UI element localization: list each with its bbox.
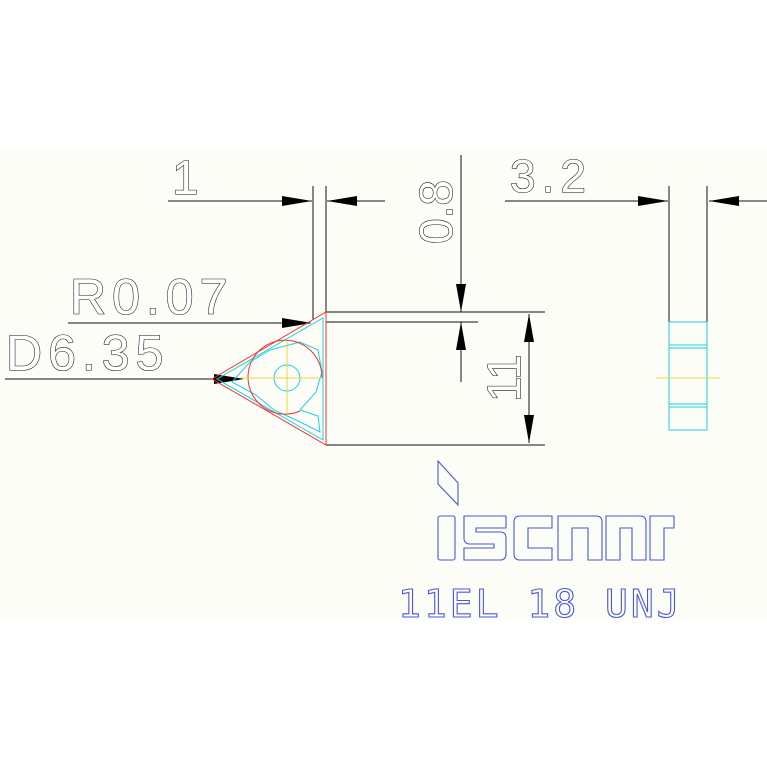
insert-profile [215, 317, 324, 441]
side-view-outline [668, 321, 708, 431]
dimension-label-inscribed-circle: D6.35 [6, 325, 169, 381]
insert-outline [211, 311, 327, 446]
dimension-label-width-top: 1 [172, 152, 199, 205]
dimension-corner-height: 0.8 [326, 155, 478, 382]
dimension-label-size: 11 [478, 354, 530, 402]
insert-top-view [211, 311, 327, 446]
dimension-size: 11 [326, 311, 545, 446]
dimension-width-top: 1 [168, 151, 385, 320]
dimension-radius: R0.07 [68, 268, 312, 328]
dimension-label-width-side: 3.2 [510, 150, 592, 202]
dimension-width-side: 3.2 [505, 149, 767, 322]
insert-designation: 11EL 18 UNJ [398, 582, 683, 626]
iscar-logo [437, 459, 675, 561]
dimension-label-radius: R0.07 [70, 269, 233, 325]
dimension-label-corner-height: 0.8 [410, 180, 462, 244]
insert-side-view [656, 321, 720, 431]
dimension-inscribed-circle: D6.35 [5, 324, 244, 384]
hole-clearance-arc [247, 339, 323, 415]
sheet-background [0, 148, 767, 620]
chip-breaker-profile [231, 341, 323, 433]
